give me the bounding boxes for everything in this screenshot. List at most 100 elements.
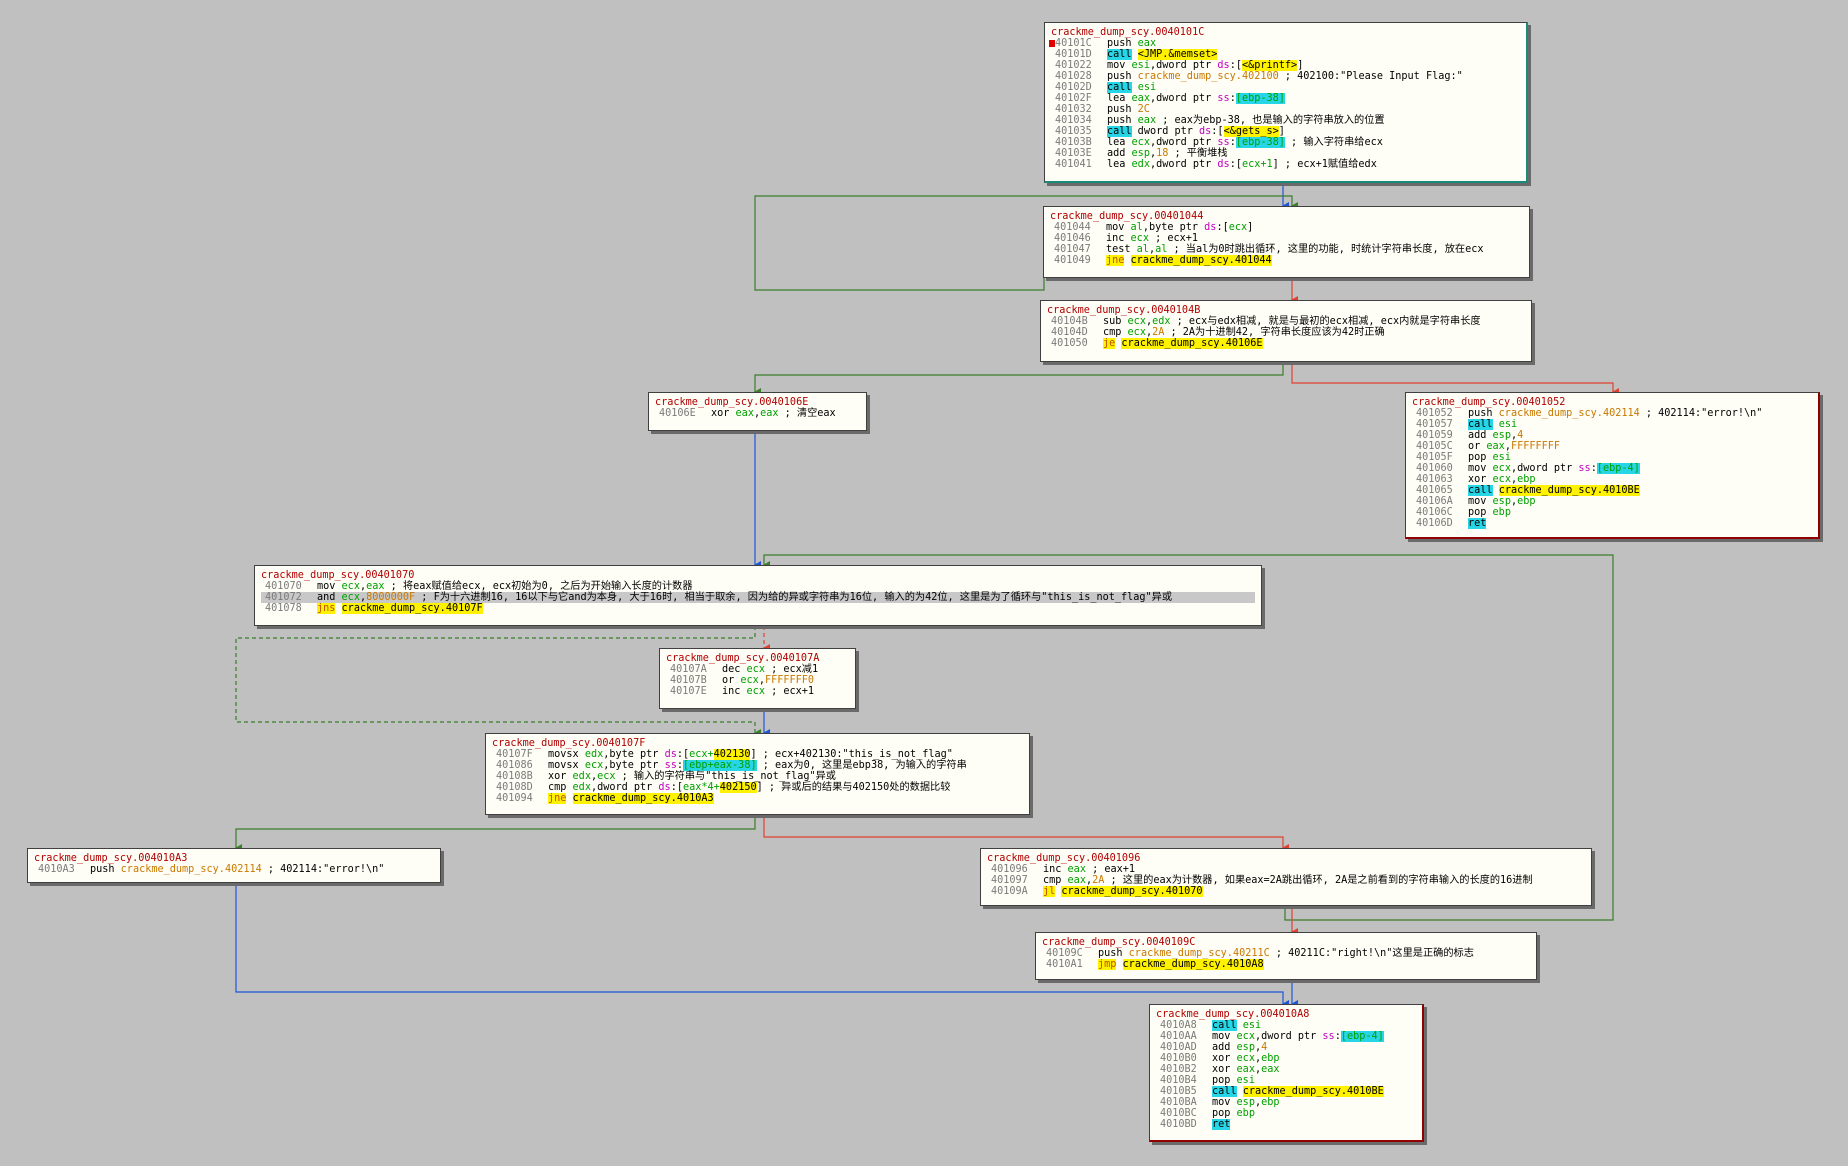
instruction-token: call [1107,49,1132,60]
block-title[interactable]: crackme_dump_scy.00401096 [987,853,1141,864]
block-title[interactable]: crackme_dump_scy.0040109C [1042,937,1196,948]
instruction-token: crackme_dump_scy.4010BE [1498,485,1640,496]
instruction-token: pop [1212,1075,1237,1086]
block-title[interactable]: crackme_dump_scy.0040107F [492,738,646,749]
instruction-address: 40106D [1416,518,1453,529]
instruction-token: : [1229,93,1236,104]
block-title[interactable]: crackme_dump_scy.0040107A [666,653,820,664]
instruction-token: edx [572,782,591,793]
instruction-address: 4010B2 [1160,1064,1197,1075]
instruction-token: jns [317,603,336,614]
block-title[interactable]: crackme_dump_scy.00401052 [1412,397,1566,408]
instruction-token: FFFFFFFF [1510,441,1561,452]
block-title[interactable]: crackme_dump_scy.004010A3 [34,853,188,864]
instruction-token: , [1504,441,1511,452]
instruction-address: 401072 [265,592,302,603]
block-title[interactable]: crackme_dump_scy.0040101C [1051,27,1205,38]
block-title[interactable]: crackme_dump_scy.0040104B [1047,305,1201,316]
instruction-token: ecx [1236,1053,1255,1064]
instruction-token: eax [1261,1064,1280,1075]
block-title[interactable]: crackme_dump_scy.00401044 [1050,211,1204,222]
breakpoint-icon[interactable] [1049,40,1055,47]
block-title[interactable]: crackme_dump_scy.004010A8 [1156,1009,1310,1020]
instruction-token: , [359,592,367,603]
instruction-address: 401034 [1055,115,1092,126]
block-title[interactable]: crackme_dump_scy.00401070 [261,570,415,581]
block-title[interactable]: crackme_dump_scy.0040106E [655,397,809,408]
instruction-token: ds [1217,159,1230,170]
